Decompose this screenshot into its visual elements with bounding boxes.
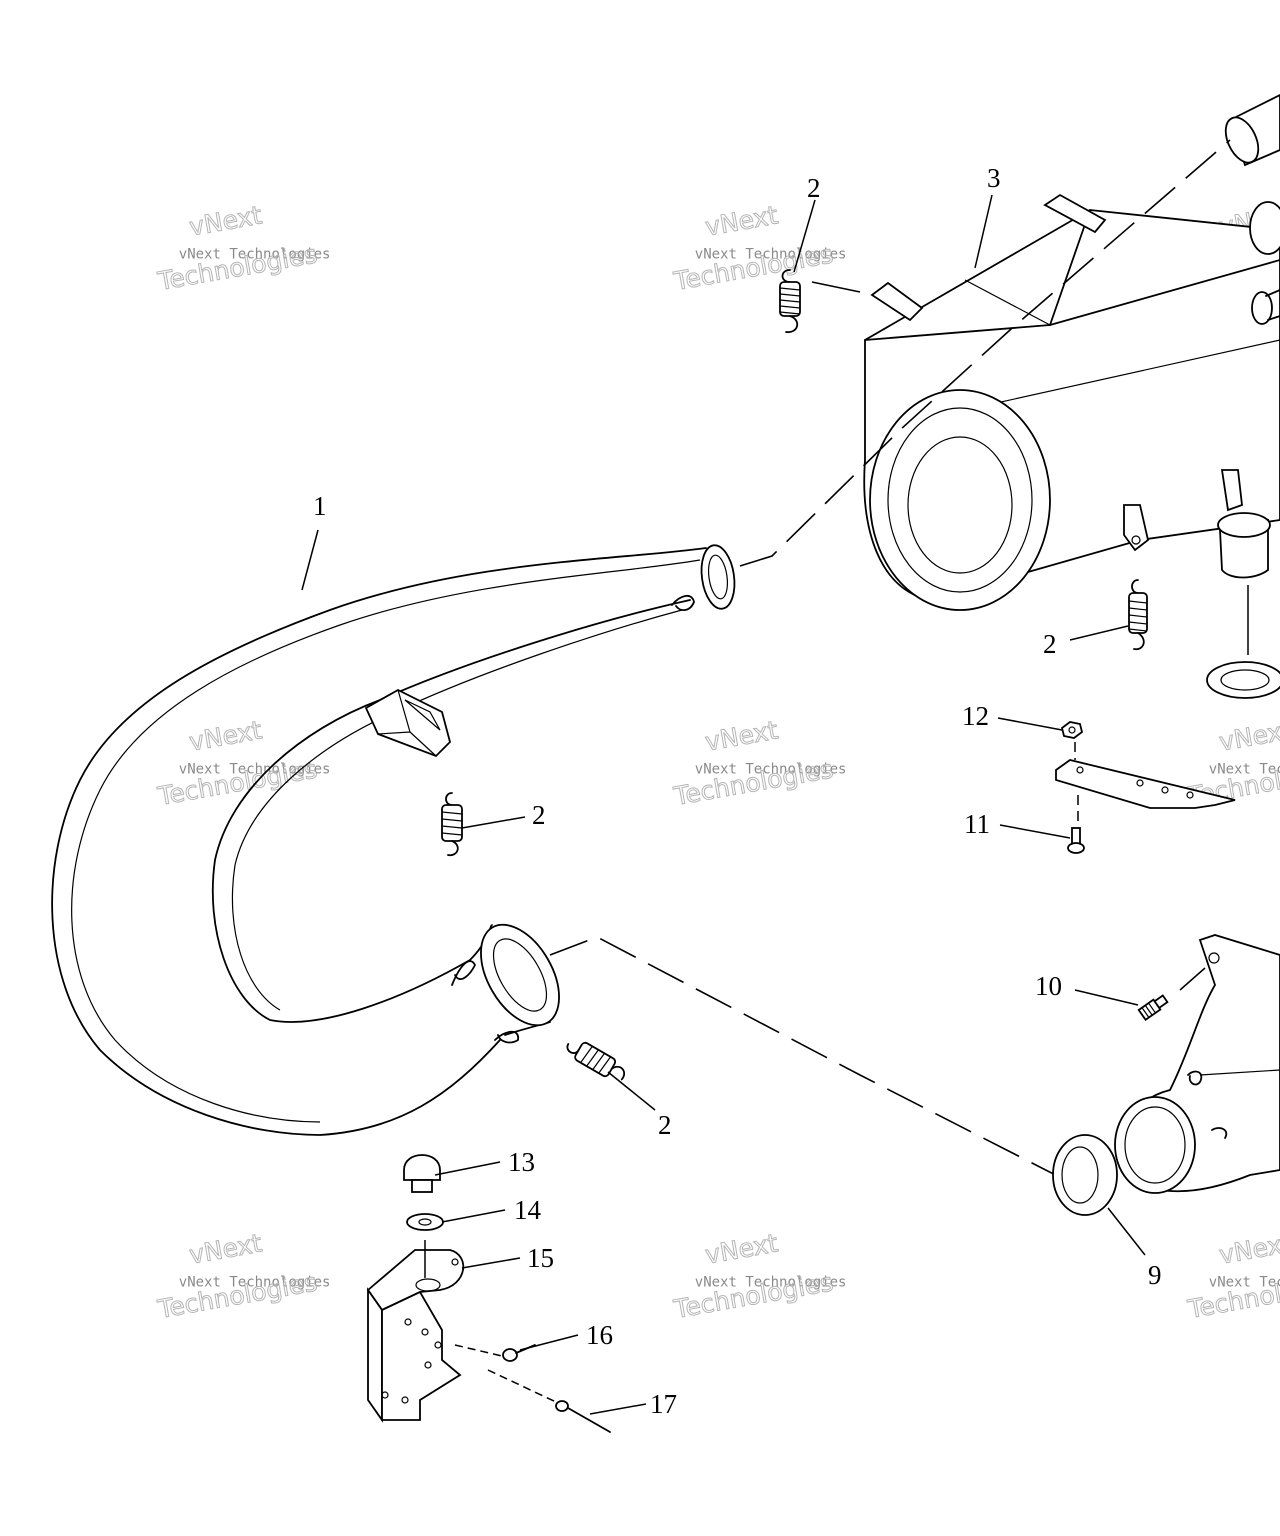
watermark-4: vNext vNext Technologies Technologies <box>155 715 331 812</box>
watermark-5: vNext vNext Technologies Technologies <box>671 715 847 812</box>
exhaust-outlet-flange <box>1114 934 1280 1194</box>
callout-15: 15 <box>527 1243 554 1273</box>
watermark-line1: vNext <box>703 715 780 756</box>
watermark-line2: vNext Technologies <box>179 1274 331 1290</box>
callout-2c: 2 <box>532 800 546 830</box>
watermark-line2: vNext Technologies <box>179 761 331 777</box>
watermark-line1: vNext <box>703 200 780 241</box>
callout-2a: 2 <box>807 173 821 203</box>
part-13-cap <box>403 1154 441 1193</box>
watermark-2: vNext vNext Technologies Technologies <box>671 200 847 297</box>
watermark-line1: vNext <box>187 200 264 241</box>
watermark-line2: vNext Technologies <box>179 246 331 262</box>
watermark-line2: vNext Technologies <box>695 246 847 262</box>
callout-1: 1 <box>313 491 327 521</box>
watermark-line1: vNext <box>1217 715 1280 756</box>
callout-11: 11 <box>964 809 990 839</box>
part-15-bracket <box>366 1240 465 1423</box>
watermark-line2: vNext Technologies <box>1209 761 1280 777</box>
leader-lines <box>301 194 1146 1415</box>
callout-12: 12 <box>962 701 989 731</box>
part-2-spring-muffler <box>1128 579 1148 651</box>
callout-10: 10 <box>1035 971 1062 1001</box>
watermark-7: vNext vNext Technologies Technologies <box>155 1228 331 1325</box>
fitting-axis <box>1179 967 1206 991</box>
callout-3: 3 <box>987 163 1001 193</box>
callout-13: 13 <box>508 1147 535 1177</box>
plate-bracket <box>1055 742 1236 825</box>
part-16-screw <box>454 1344 536 1362</box>
part-11-bolt <box>1067 827 1085 854</box>
part-2-spring-middle <box>441 792 463 857</box>
watermark-9: vNext vNext Technologies Technologies <box>1185 1228 1280 1325</box>
part-17-screw <box>487 1369 611 1433</box>
watermark-line1: vNext <box>187 715 264 756</box>
callout-9: 9 <box>1148 1260 1162 1290</box>
part-1-tuned-pipe <box>51 544 736 1136</box>
part-14-washer <box>406 1213 444 1231</box>
watermark-line1: vNext <box>703 1228 780 1269</box>
callouts: 1 2 2 2 2 3 9 10 11 12 13 14 15 16 17 <box>313 163 1162 1419</box>
callout-2b: 2 <box>1043 629 1057 659</box>
callout-14: 14 <box>514 1195 542 1225</box>
part-2-spring-top <box>779 269 801 333</box>
watermark-8: vNext vNext Technologies Technologies <box>671 1228 847 1325</box>
part-9-ring <box>1052 1134 1118 1216</box>
assembly-axis-lines <box>549 139 1231 1186</box>
watermark-line2: vNext Technologies <box>695 761 847 777</box>
watermark-line1: vNext <box>1217 1228 1280 1269</box>
part-2-spring-lower <box>566 1041 626 1081</box>
part-12-nut <box>1060 721 1084 739</box>
watermark-1: vNext vNext Technologies Technologies <box>155 200 331 297</box>
watermark-line2: vNext Technologies <box>1209 1274 1280 1290</box>
part-3-muffler <box>863 93 1280 699</box>
watermark-line2: vNext Technologies <box>695 1274 847 1290</box>
part-10-fitting <box>1137 994 1169 1022</box>
callout-17: 17 <box>650 1389 677 1419</box>
watermark-line1: vNext <box>187 1228 264 1269</box>
callout-16: 16 <box>586 1320 613 1350</box>
callout-2d: 2 <box>658 1110 672 1140</box>
